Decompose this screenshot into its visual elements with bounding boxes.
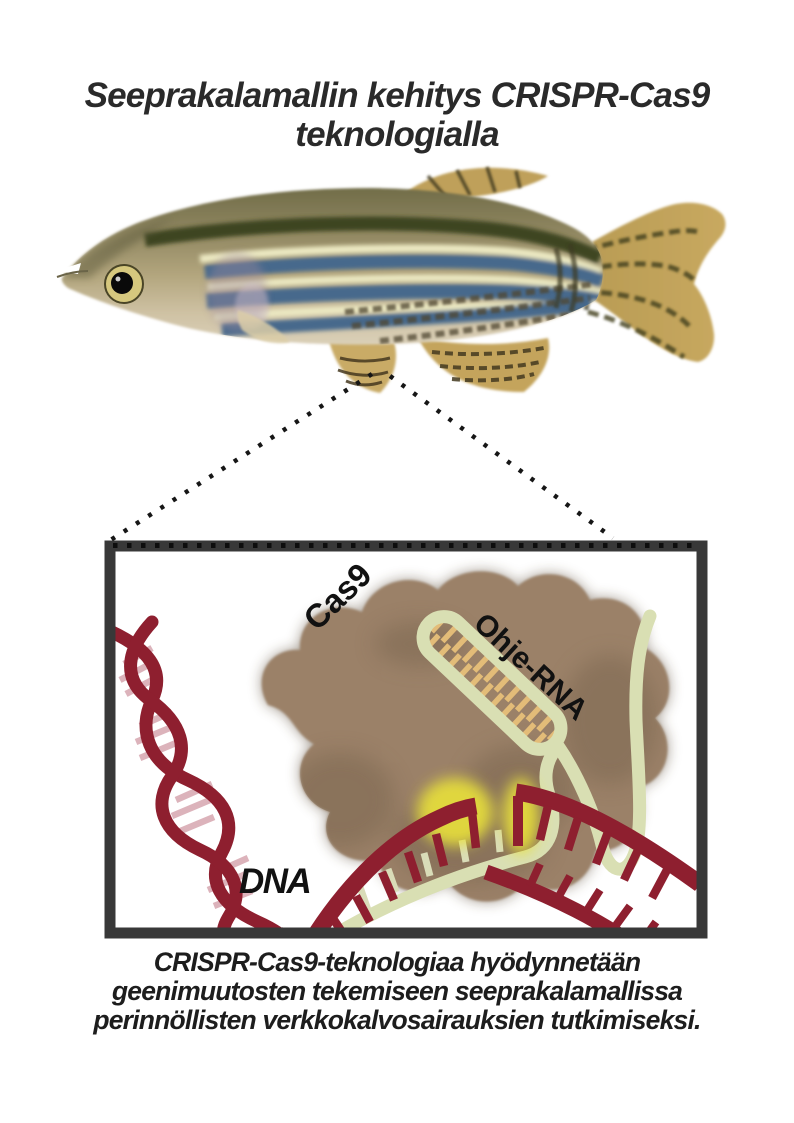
fish-pectoral-fin [237, 310, 290, 344]
fish-dorsal-fin [405, 166, 548, 199]
dna-strand-upper-right [514, 783, 697, 891]
guide-rna-loop-rungs [416, 614, 568, 756]
zoom-dotted-line-left [107, 372, 374, 543]
figure-title-line1: Seeprakalamallin kehitys CRISPR-Cas9 [84, 76, 711, 115]
fish-mouth [55, 263, 89, 278]
dna-teeth-upper-right [535, 805, 672, 900]
figure-caption-line2: geenimuutosten tekemiseen seeprakalamall… [111, 976, 683, 1007]
dna-helix-strands [115, 615, 283, 928]
dna-strand-upper-left [309, 797, 478, 928]
dna-teeth-lower-right [526, 862, 660, 928]
target-dna [309, 783, 697, 928]
inset-box-content: DNA Cas9 [115, 556, 697, 928]
dna-label: DNA [239, 862, 310, 901]
zebrafish-illustration [55, 166, 726, 393]
inset-box-border [104, 540, 708, 939]
figure-title-line2: teknologialla [295, 115, 499, 155]
figure-caption-line1: CRISPR-Cas9-teknologiaa hyödynnetään [153, 947, 641, 977]
guide-rna-teeth [356, 829, 504, 912]
zoom-callout-lines [107, 372, 615, 543]
dna-double-helix [115, 615, 284, 928]
figure-caption: CRISPR-Cas9-teknologiaa hyödynnetään gee… [0, 947, 794, 1036]
zoom-dotted-line-right [388, 374, 615, 540]
figure-caption-line3: perinnöllisten verkkokalvosairauksien tu… [93, 1005, 701, 1036]
fish-eye [104, 264, 144, 304]
figure-title: Seeprakalamallin kehitys CRISPR-Cas9 tek… [0, 76, 794, 154]
dna-strand-lower-right [483, 864, 623, 928]
fish-pelvic-fin [328, 336, 397, 393]
dna-teeth-upper-left [330, 811, 481, 928]
fish-anal-fin [418, 338, 550, 392]
